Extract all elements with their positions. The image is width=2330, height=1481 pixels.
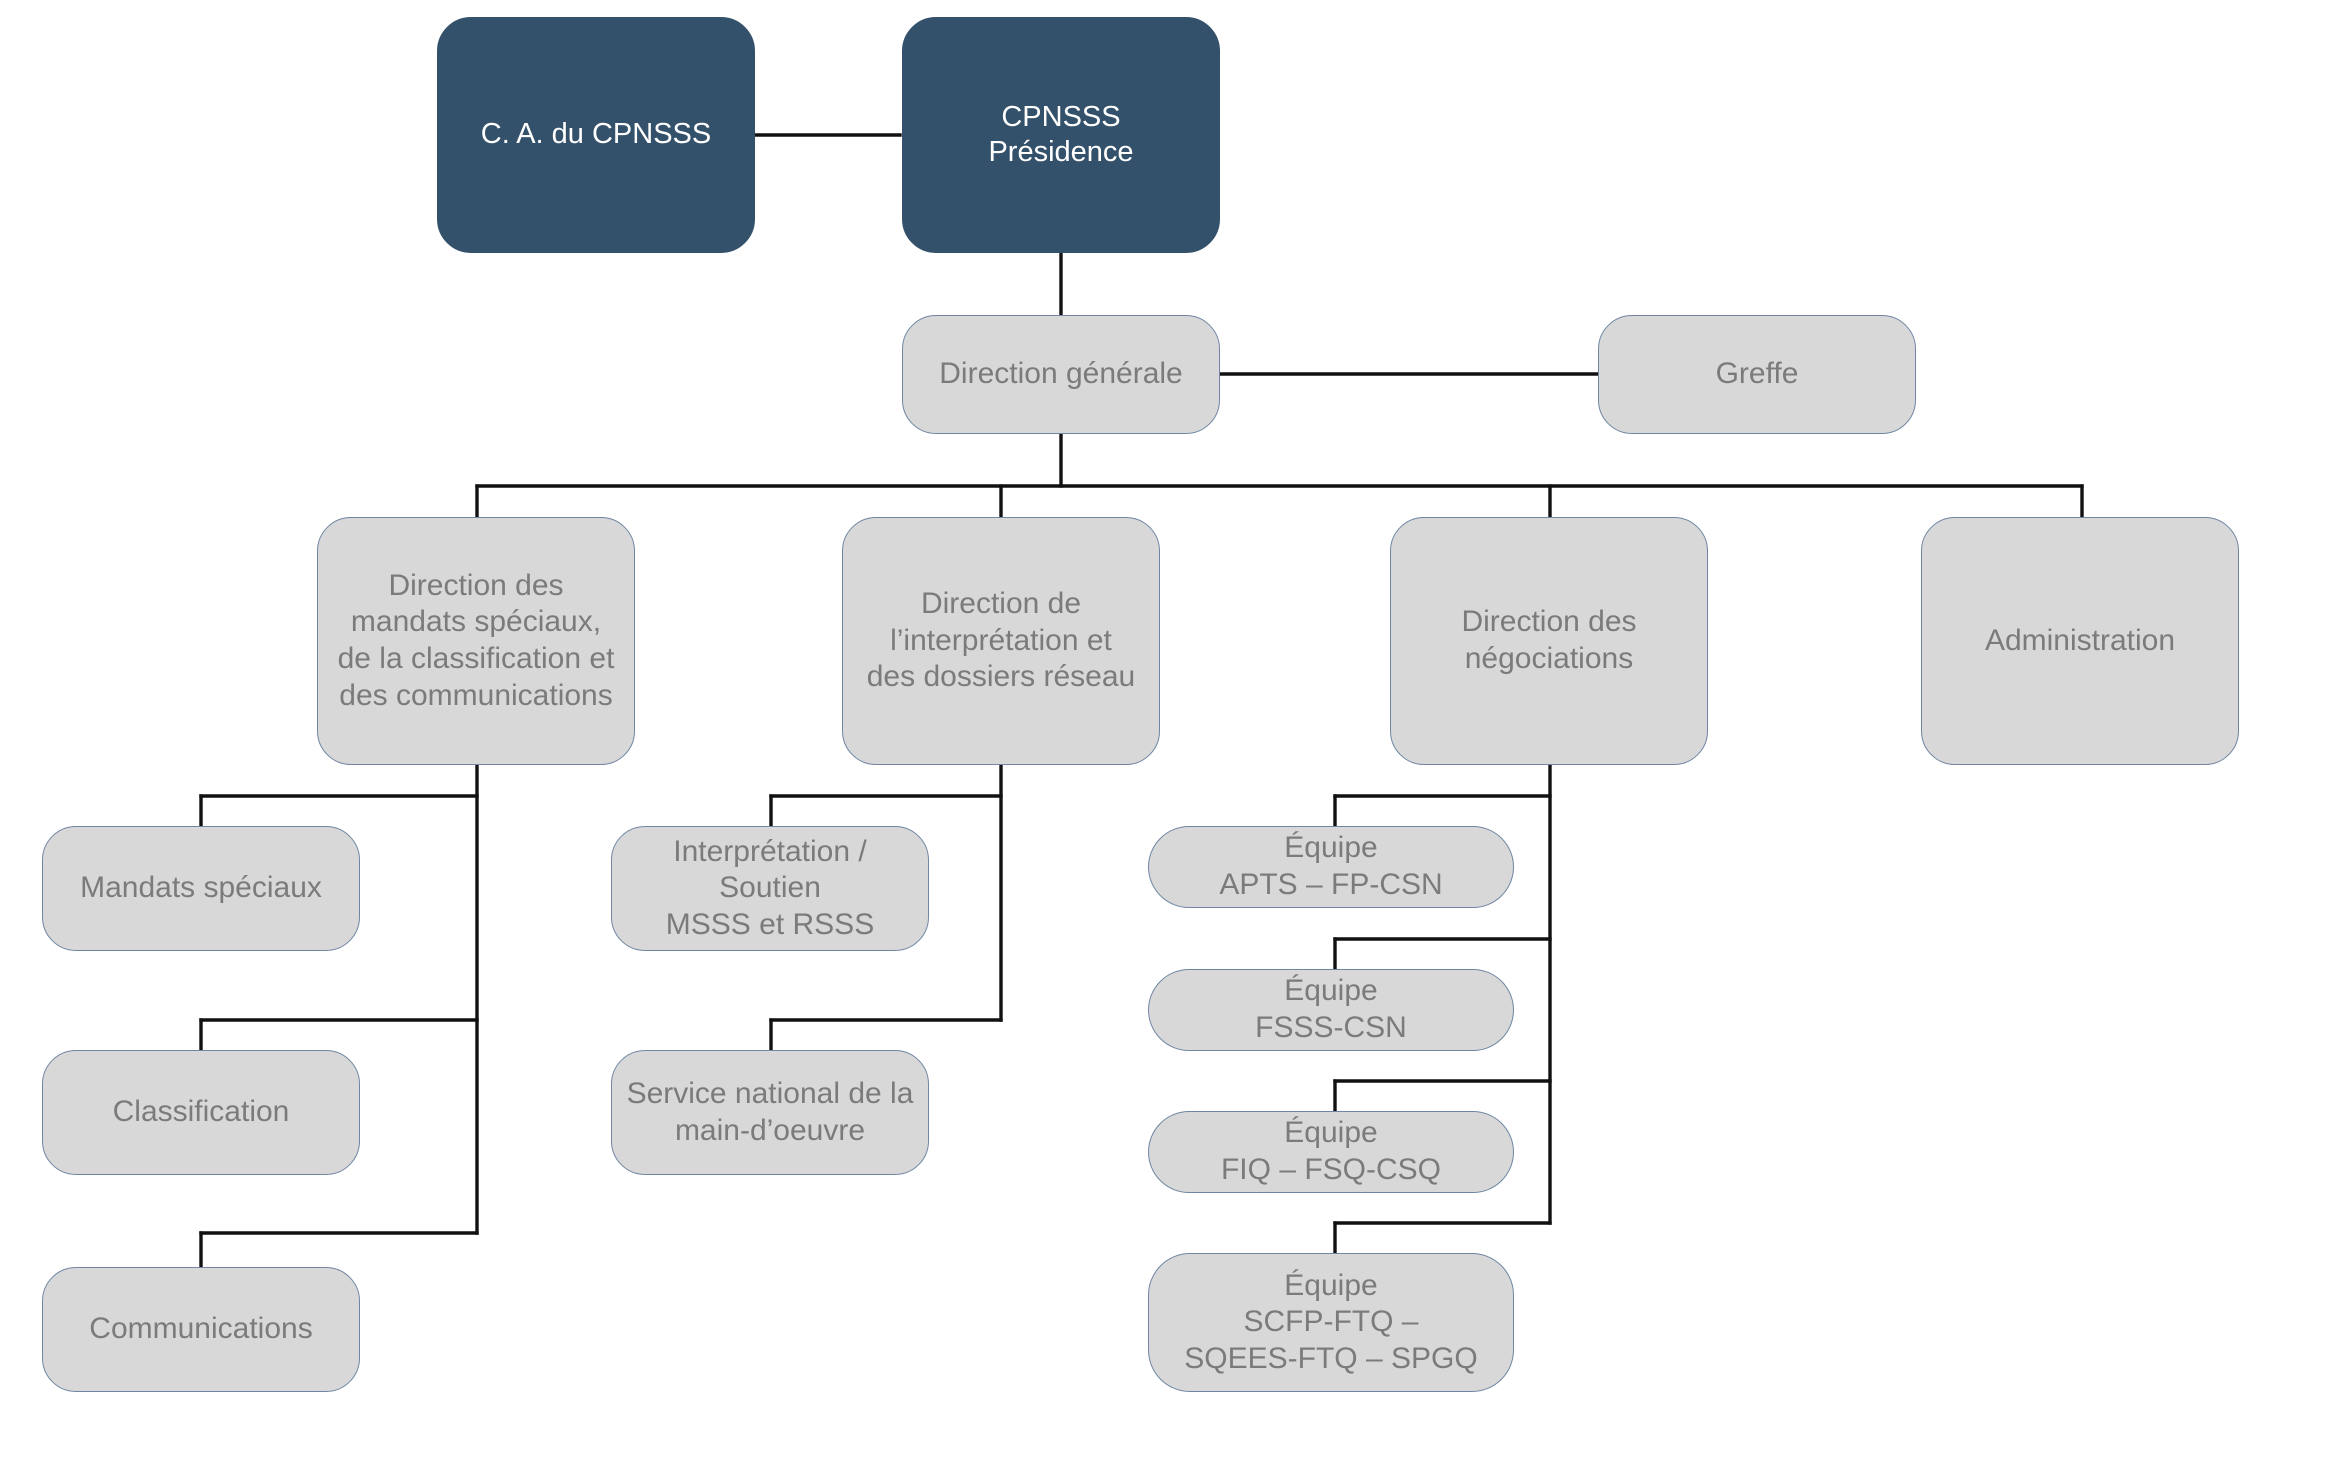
- classification-label: Classification: [112, 1095, 290, 1129]
- communications-box: Communications: [42, 1267, 360, 1392]
- administration-label: Administration: [1984, 623, 2176, 657]
- equipe-apts-box: Équipe APTS – FP-CSN: [1148, 826, 1514, 908]
- direction-mandats-box: Direction des mandats spéciaux, de la cl…: [317, 517, 635, 765]
- direction-generale-label: Direction générale: [939, 357, 1183, 391]
- mandats-speciaux-label: Mandats spéciaux: [80, 871, 322, 905]
- communications-label: Communications: [89, 1312, 313, 1346]
- equipe-scfp-box: Équipe SCFP-FTQ – SQEES-FTQ – SPGQ: [1148, 1253, 1514, 1392]
- direction-negociations-box: Direction des négociations: [1390, 517, 1708, 765]
- mandats-speciaux-box: Mandats spéciaux: [42, 826, 360, 951]
- direction-generale-box: Direction générale: [902, 315, 1220, 434]
- service-national-box: Service national de la main-d’oeuvre: [611, 1050, 929, 1175]
- direction-mandats-label: Direction des mandats spéciaux, de la cl…: [337, 568, 615, 712]
- equipe-scfp-label: Équipe SCFP-FTQ – SQEES-FTQ – SPGQ: [1184, 1268, 1478, 1375]
- direction-interpretation-box: Direction de l’interprétation et des dos…: [842, 517, 1160, 765]
- presidence-label: CPNSSS Présidence: [988, 100, 1134, 168]
- ca-cpnsss-box: C. A. du CPNSSS: [437, 17, 755, 253]
- greffe-box: Greffe: [1598, 315, 1916, 434]
- direction-negociations-label: Direction des négociations: [1461, 605, 1637, 675]
- direction-interpretation-label: Direction de l’interprétation et des dos…: [866, 587, 1136, 694]
- classification-box: Classification: [42, 1050, 360, 1175]
- equipe-fiq-label: Équipe FIQ – FSQ-CSQ: [1220, 1116, 1442, 1186]
- presidence-box: CPNSSS Présidence: [902, 17, 1220, 253]
- equipe-fsss-box: Équipe FSSS-CSN: [1148, 969, 1514, 1051]
- interpretation-soutien-label: Interprétation / Soutien MSSS et RSSS: [665, 834, 875, 941]
- ca-cpnsss-label: C. A. du CPNSSS: [480, 118, 712, 151]
- service-national-label: Service national de la main-d’oeuvre: [626, 1076, 914, 1147]
- equipe-fiq-box: Équipe FIQ – FSQ-CSQ: [1148, 1111, 1514, 1193]
- greffe-label: Greffe: [1715, 357, 1799, 391]
- equipe-apts-label: Équipe APTS – FP-CSN: [1219, 831, 1443, 901]
- administration-box: Administration: [1921, 517, 2239, 765]
- equipe-fsss-label: Équipe FSSS-CSN: [1255, 974, 1407, 1044]
- interpretation-soutien-box: Interprétation / Soutien MSSS et RSSS: [611, 826, 929, 951]
